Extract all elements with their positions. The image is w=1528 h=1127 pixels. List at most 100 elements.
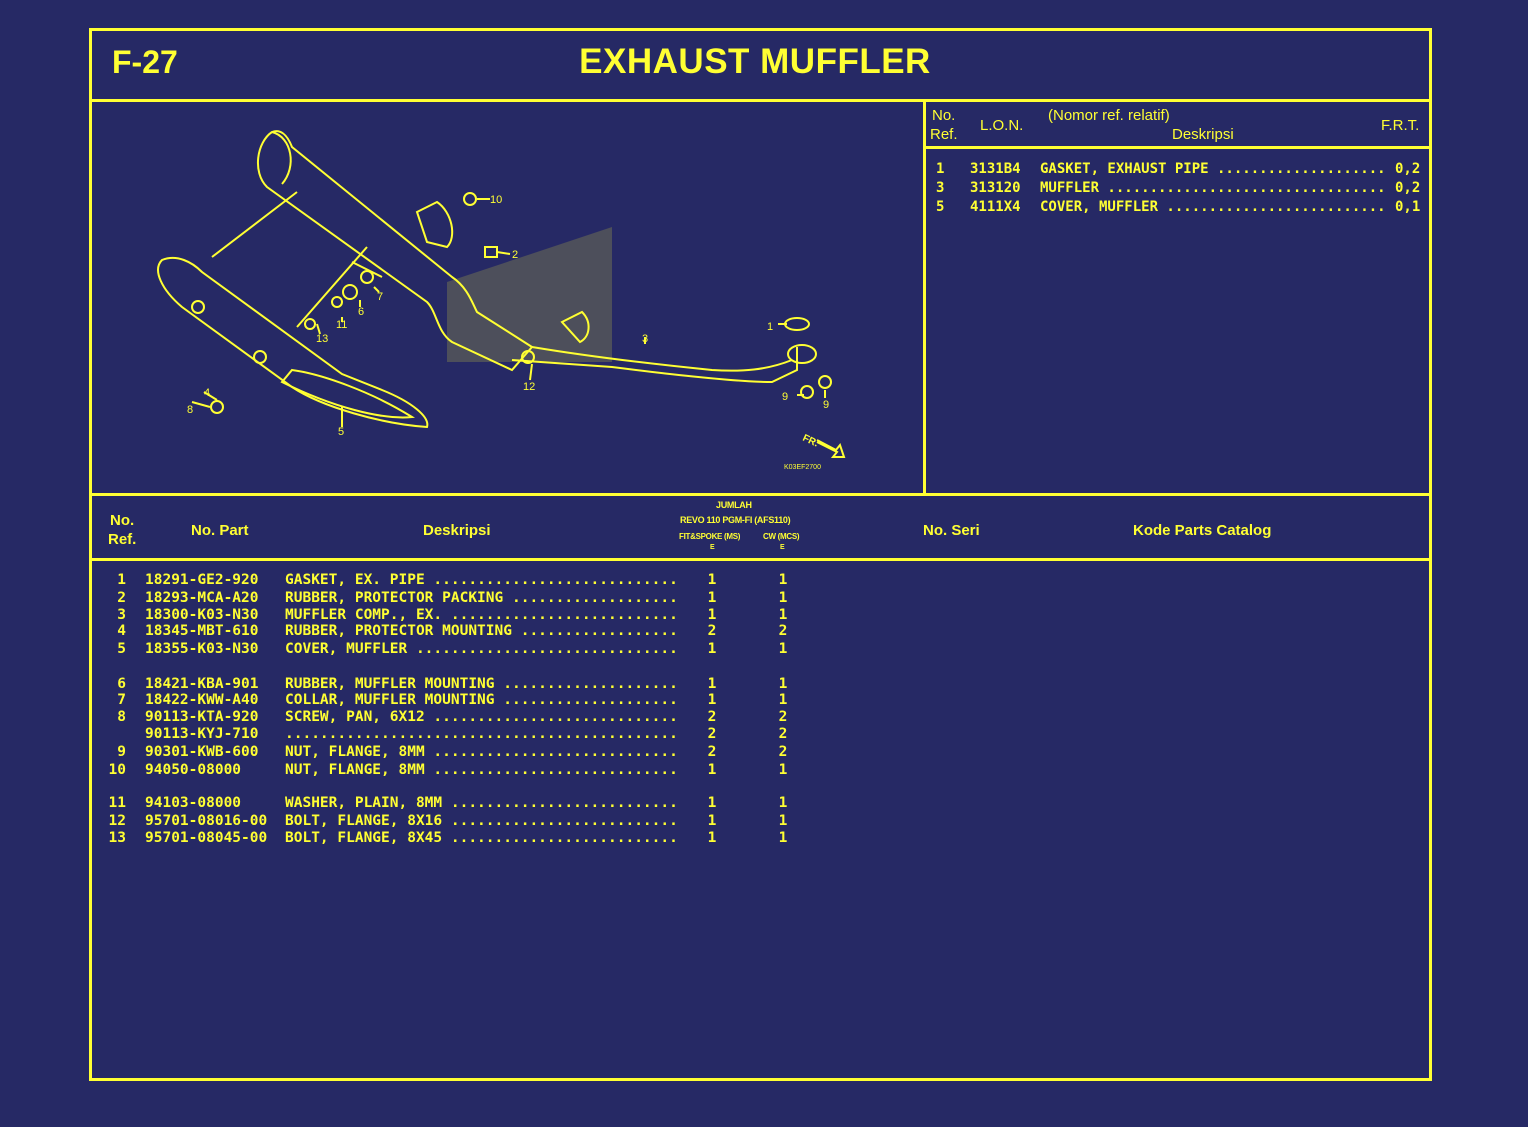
cell-ref: 3 [117,607,126,623]
col-head-no: No. [110,512,135,529]
cell-ref: 2 [117,590,126,606]
cell-part: 95701-08016-00 [145,813,268,829]
cell-ref: 6 [117,676,126,692]
page-frame [89,28,1432,1081]
cell-part: 95701-08045-00 [145,830,268,846]
cell-q2: 1 [778,607,788,623]
callout-4: 4 [204,387,210,399]
tr-head-desc: Deskripsi [1172,126,1234,143]
table-top-divider [89,493,1432,496]
cell-ref: 11 [108,795,126,811]
header-divider [89,99,1432,102]
cell-part: 18291-GE2-920 [145,572,259,588]
cell-ref: 8 [117,709,126,725]
parts-table-row: 3 18300-K03-N30 MUFFLER COMP., EX. 1 1 [100,607,800,625]
callout-6: 6 [358,306,364,318]
cell-q1: 1 [707,590,717,606]
bolt-head-4 [191,300,205,314]
cell-q2: 2 [778,726,788,742]
muffler-cover [157,256,429,429]
cell-q2: 1 [778,641,788,657]
tr-head-frt: F.R.T. [1381,117,1420,134]
cell-q2: 1 [778,572,788,588]
col-head-cw: CW (MCS) [763,532,800,541]
cell-q1: 1 [707,830,717,846]
cell-q2: 1 [778,830,788,846]
section-code: F-27 [112,44,178,80]
muffler-body [256,130,534,372]
cell-part: 18300-K03-N30 [145,607,259,623]
rubber-mounting-6 [342,284,358,300]
exploded-diagram: 10 2 3 1 7 6 11 13 12 4 8 5 9 9 FR. K03E… [157,130,846,471]
bolt-13 [304,318,316,330]
rubber-packing-2 [484,246,498,258]
col-head-e2: E [780,544,785,551]
cell-part: 18345-MBT-610 [145,623,259,639]
cell-desc: MUFFLER COMP., EX. [285,607,677,623]
tr-row: 5 4111X4 COVER, MUFFLER ................… [936,199,1421,215]
callout-10: 10 [490,194,502,206]
direction-label: FR. [801,433,820,450]
cell-desc: WASHER, PLAIN, 8MM [285,795,677,811]
rear-bracket [560,310,590,344]
parts-table-row: 2 18293-MCA-A20 RUBBER, PROTECTOR PACKING 1… [100,590,800,608]
fr-arrow [816,439,846,458]
cell-part: 90113-KYJ-710 [145,726,259,742]
table-header-divider [89,558,1432,561]
parts-table-row: 90113-KYJ-710 2 2 [100,726,800,744]
hatched-area [447,227,612,362]
col-head-catalog: Kode Parts Catalog [1133,522,1272,539]
cell-desc: COLLAR, MUFFLER MOUNTING [285,692,677,708]
cell-ref: 1 [117,572,126,588]
cell-q1: 2 [707,744,717,760]
tr-row: 1 3131B4 GASKET, EXHAUST PIPE ..........… [936,161,1421,177]
cell-part: 18421-KBA-901 [145,676,259,692]
cell-q2: 1 [778,762,788,778]
callout-1: 1 [767,321,773,333]
cell-q2: 1 [778,692,788,708]
cell-desc: RUBBER, PROTECTOR PACKING [285,590,677,606]
cell-part: 94050-08000 [145,762,242,778]
callout-7: 7 [377,291,383,303]
cell-part: 94103-08000 [145,795,242,811]
diagram-divider [923,99,926,495]
cell-q1: 1 [707,607,717,623]
cell-q2: 1 [778,676,788,692]
callout-2: 2 [512,249,518,261]
cell-q1: 1 [707,572,717,588]
col-head-jumlah: JUMLAH [716,500,752,510]
cell-q1: 2 [707,623,717,639]
col-head-part: No. Part [191,522,249,539]
mounting-lines [211,191,383,328]
cell-desc: RUBBER, PROTECTOR MOUNTING [285,623,677,639]
col-head-desc: Deskripsi [423,522,491,539]
nut-9a [800,385,814,399]
cell-q2: 2 [778,744,788,760]
washer-11 [331,296,343,308]
cell-q1: 1 [707,676,717,692]
cell-desc: NUT, FLANGE, 8MM [285,762,677,778]
nut-9b [818,375,832,389]
col-head-model: REVO 110 PGM-FI (AFS110) [680,515,791,525]
tr-row: 3 313120 MUFFLER .......................… [936,180,1421,196]
gasket-exhaust [784,317,810,331]
cell-desc: SCREW, PAN, 6X12 [285,709,677,725]
cell-q1: 2 [707,726,717,742]
cell-q1: 1 [707,762,717,778]
collar-7 [360,270,374,284]
callout-13: 13 [316,333,328,345]
cell-part: 18293-MCA-A20 [145,590,259,606]
muffler-cover-inner [280,368,416,419]
callout-9a: 9 [782,391,788,403]
muffler-end-cap [271,131,292,185]
callout-8: 8 [187,404,193,416]
cell-desc: NUT, FLANGE, 8MM [285,744,677,760]
cell-q1: 1 [707,795,717,811]
callout-11: 11 [336,319,347,331]
